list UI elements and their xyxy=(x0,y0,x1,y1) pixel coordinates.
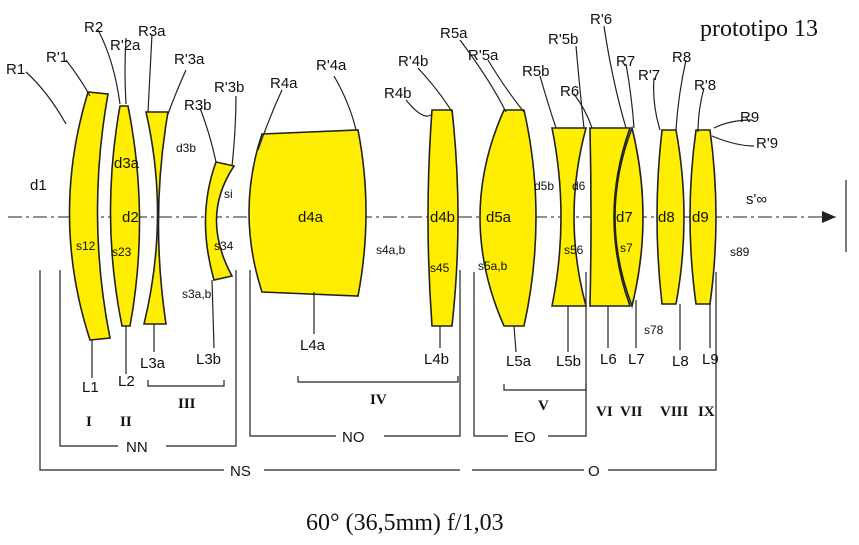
label-s3ab: s3a,b xyxy=(182,287,212,301)
label-r8-prime: R'8 xyxy=(694,77,716,94)
label-r5a-prime: R'5a xyxy=(468,47,499,64)
axis-arrowhead xyxy=(822,211,836,223)
diagram-caption: 60° (36,5mm) f/1,03 xyxy=(306,510,504,536)
group-vii: VII xyxy=(620,404,643,420)
label-r4a: R4a xyxy=(270,75,298,92)
label-r5b: R5b xyxy=(522,63,550,80)
bracket-no: NO xyxy=(342,429,365,446)
label-r7: R7 xyxy=(616,53,635,70)
label-d5b: d5b xyxy=(534,179,554,193)
group-iii: III xyxy=(178,396,196,412)
group-viii: VIII xyxy=(660,404,689,420)
label-d7: d7 xyxy=(616,209,633,226)
label-r2a-prime: R'2a xyxy=(110,37,141,54)
label-s45: s45 xyxy=(430,261,450,275)
label-r1-prime: R'1 xyxy=(46,49,68,66)
label-si: si xyxy=(224,187,233,201)
label-d2: d2 xyxy=(122,209,139,226)
label-r4b-prime: R'4b xyxy=(398,53,428,70)
label-d4a: d4a xyxy=(298,209,324,226)
leader-lines xyxy=(25,25,755,167)
label-d6: d6 xyxy=(572,179,586,193)
label-d3b: d3b xyxy=(176,141,196,155)
label-l4b: L4b xyxy=(424,351,449,368)
label-l4a: L4a xyxy=(300,337,326,354)
label-s89: s89 xyxy=(730,245,750,259)
label-s4ab: s4a,b xyxy=(376,243,406,257)
label-r5b-prime: R'5b xyxy=(548,31,578,48)
label-l7: L7 xyxy=(628,351,645,368)
bracket-ns: NS xyxy=(230,463,251,480)
label-s12: s12 xyxy=(76,239,96,253)
label-d4b: d4b xyxy=(430,209,455,226)
label-d9: d9 xyxy=(692,209,709,226)
label-r6: R6 xyxy=(560,83,579,100)
label-s-infinity: s'∞ xyxy=(746,191,767,208)
lens-l2 xyxy=(109,105,141,327)
group-iv: IV xyxy=(370,392,387,408)
label-s5ab: s5a,b xyxy=(478,259,508,273)
label-d8: d8 xyxy=(658,209,675,226)
label-r1: R1 xyxy=(6,61,25,78)
label-r3b: R3b xyxy=(184,97,212,114)
label-r8: R8 xyxy=(672,49,691,66)
label-r4a-prime: R'4a xyxy=(316,57,347,74)
label-d1: d1 xyxy=(30,177,47,194)
label-s78: s78 xyxy=(644,323,664,337)
element-leaders xyxy=(91,279,711,378)
lens-l6 xyxy=(589,127,632,307)
label-r3b-prime: R'3b xyxy=(214,79,244,96)
label-r5a: R5a xyxy=(440,25,468,42)
label-r9-prime: R'9 xyxy=(756,135,778,152)
lens-l4b xyxy=(427,109,459,327)
group-vi: VI xyxy=(596,404,613,420)
label-r3a: R3a xyxy=(138,23,166,40)
lens-l5b xyxy=(551,127,588,307)
label-s56: s56 xyxy=(564,243,584,257)
label-l3a: L3a xyxy=(140,355,166,372)
label-d3a: d3a xyxy=(114,155,140,172)
lens-l8 xyxy=(656,129,685,305)
bracket-nn: NN xyxy=(126,439,148,456)
label-l2: L2 xyxy=(118,373,135,390)
label-s7: s7 xyxy=(620,241,633,255)
label-l9: L9 xyxy=(702,351,719,368)
lens-l3b xyxy=(204,161,236,281)
label-r2: R2 xyxy=(84,19,103,36)
label-l6: L6 xyxy=(600,351,617,368)
label-r3a-prime: R'3a xyxy=(174,51,205,68)
label-l8: L8 xyxy=(672,353,689,370)
lens-l1 xyxy=(68,91,111,341)
label-l3b: L3b xyxy=(196,351,221,368)
label-r6-prime: R'6 xyxy=(590,11,612,28)
bracket-o: O xyxy=(588,463,600,480)
group-ii: II xyxy=(120,414,132,430)
label-l5a: L5a xyxy=(506,353,532,370)
label-r4b: R4b xyxy=(384,85,412,102)
lens-l4a xyxy=(248,129,367,297)
label-l5b: L5b xyxy=(556,353,581,370)
lens-l3a xyxy=(142,111,169,325)
group-v: V xyxy=(538,398,549,414)
group-ix: IX xyxy=(698,404,715,420)
label-r9: R9 xyxy=(740,109,759,126)
diagram-title: prototipo 13 xyxy=(700,16,818,42)
label-s34: s34 xyxy=(214,239,234,253)
lens-l7 xyxy=(614,125,644,309)
label-d5a: d5a xyxy=(486,209,512,226)
bracket-eo: EO xyxy=(514,429,536,446)
label-r7-prime: R'7 xyxy=(638,67,660,84)
label-s23: s23 xyxy=(112,245,132,259)
group-i: I xyxy=(86,414,92,430)
label-l1: L1 xyxy=(82,379,99,396)
